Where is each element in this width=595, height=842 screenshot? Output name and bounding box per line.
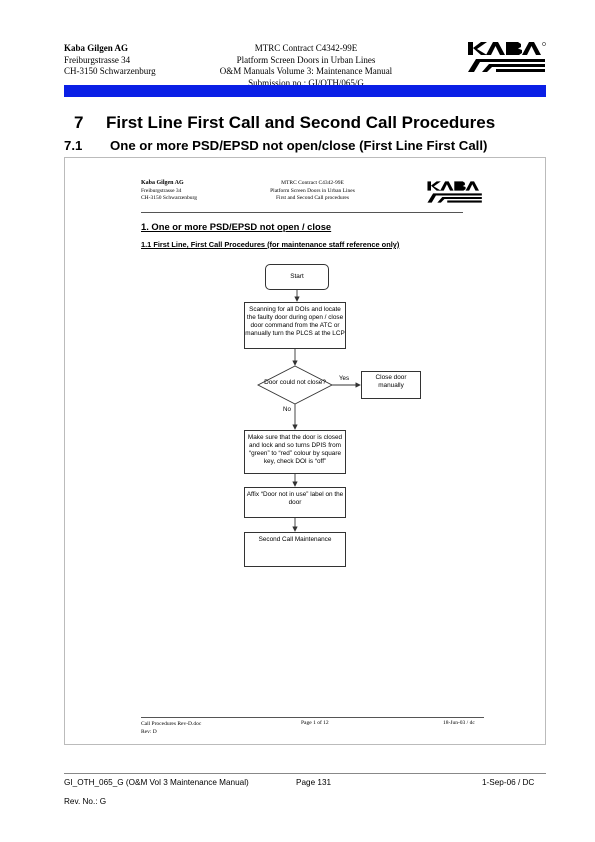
flow-no-label: No	[283, 406, 291, 413]
embedded-footer-rule	[141, 717, 484, 718]
header-street: Freiburgstrasse 34	[64, 54, 131, 65]
embedded-company-block: Kaba Gilgen AG Freiburgstrasse 34 CH-315…	[141, 180, 197, 203]
footer-page-number: Page 131	[296, 778, 332, 787]
section-number: 7	[74, 113, 84, 132]
embedded-header-rule	[141, 212, 463, 213]
flow-affix-step: Affix “Door not in use” label on the doo…	[244, 487, 346, 518]
header-contract: MTRC Contract C4342-99E	[254, 43, 358, 53]
header-submission: Submission no.: GI/OTH/065/G	[248, 77, 364, 88]
header-project-block: MTRC Contract C4342-99E Platform Screen …	[206, 43, 406, 89]
embedded-footer-rev: Rev: D	[141, 729, 157, 735]
embedded-street: Freiburgstrasse 34	[141, 187, 182, 194]
embedded-footer-file-block: Call Procedures Rev-D.doc Rev: D	[141, 720, 201, 736]
footer-rule	[64, 773, 546, 774]
embedded-footer-page: Page 1 of 12	[301, 720, 329, 726]
embedded-doc-title: First and Second Call procedures	[275, 195, 349, 202]
embedded-page-frame	[64, 157, 546, 745]
kaba-logo	[466, 40, 548, 79]
flow-start: Start	[265, 264, 329, 290]
flow-decision-text: Door could not close?	[264, 379, 326, 386]
header-company-block: Kaba Gilgen AG Freiburgstrasse 34 CH-315…	[64, 43, 156, 78]
embedded-contract: MTRC Contract C4342-99E	[281, 180, 344, 186]
embedded-subheading: 1.1 First Line, First Call Procedures (f…	[141, 240, 400, 249]
embedded-kaba-logo	[426, 180, 484, 209]
header-project: Platform Screen Doors in Urban Lines	[236, 54, 376, 65]
section-title: First Line First Call and Second Call Pr…	[106, 113, 496, 132]
flow-close-manually: Close door manually	[361, 371, 421, 399]
embedded-city: CH-3150 Schwarzenburg	[141, 195, 197, 202]
embedded-footer-file: Call Procedures Rev-D.doc	[141, 721, 202, 727]
header-color-band	[64, 85, 546, 97]
embedded-heading: 1. One or more PSD/EPSD not open / close	[141, 221, 332, 232]
flow-scan-step: Scanning for all DOIs and locate the fau…	[244, 302, 346, 349]
header-manual: O&M Manuals Volume 3: Maintenance Manual	[219, 66, 393, 76]
subsection-title: One or more PSD/EPSD not open/close (Fir…	[110, 138, 488, 153]
embedded-project-block: MTRC Contract C4342-99E Platform Screen …	[240, 180, 385, 203]
embedded-company-name: Kaba Gilgen AG	[141, 180, 184, 186]
flow-make-sure-step: Make sure that the door is closed and lo…	[244, 430, 346, 474]
subsection-number: 7.1	[64, 138, 83, 153]
flow-yes-label: Yes	[339, 375, 350, 382]
flow-second-call: Second Call Maintenance	[244, 532, 346, 567]
embedded-project: Platform Screen Doors in Urban Lines	[270, 187, 355, 194]
footer-revision: Rev. No.: G	[64, 797, 107, 806]
decision-diamond	[257, 365, 333, 405]
header-company-name: Kaba Gilgen AG	[64, 43, 129, 53]
embedded-footer-date: 18-Jun-03 / dc	[443, 720, 475, 726]
footer-date: 1-Sep-06 / DC	[482, 778, 535, 787]
footer-document-id: GI_OTH_065_G (O&M Vol 3 Maintenance Manu…	[64, 778, 249, 787]
header-city: CH-3150 Schwarzenburg	[64, 66, 156, 76]
